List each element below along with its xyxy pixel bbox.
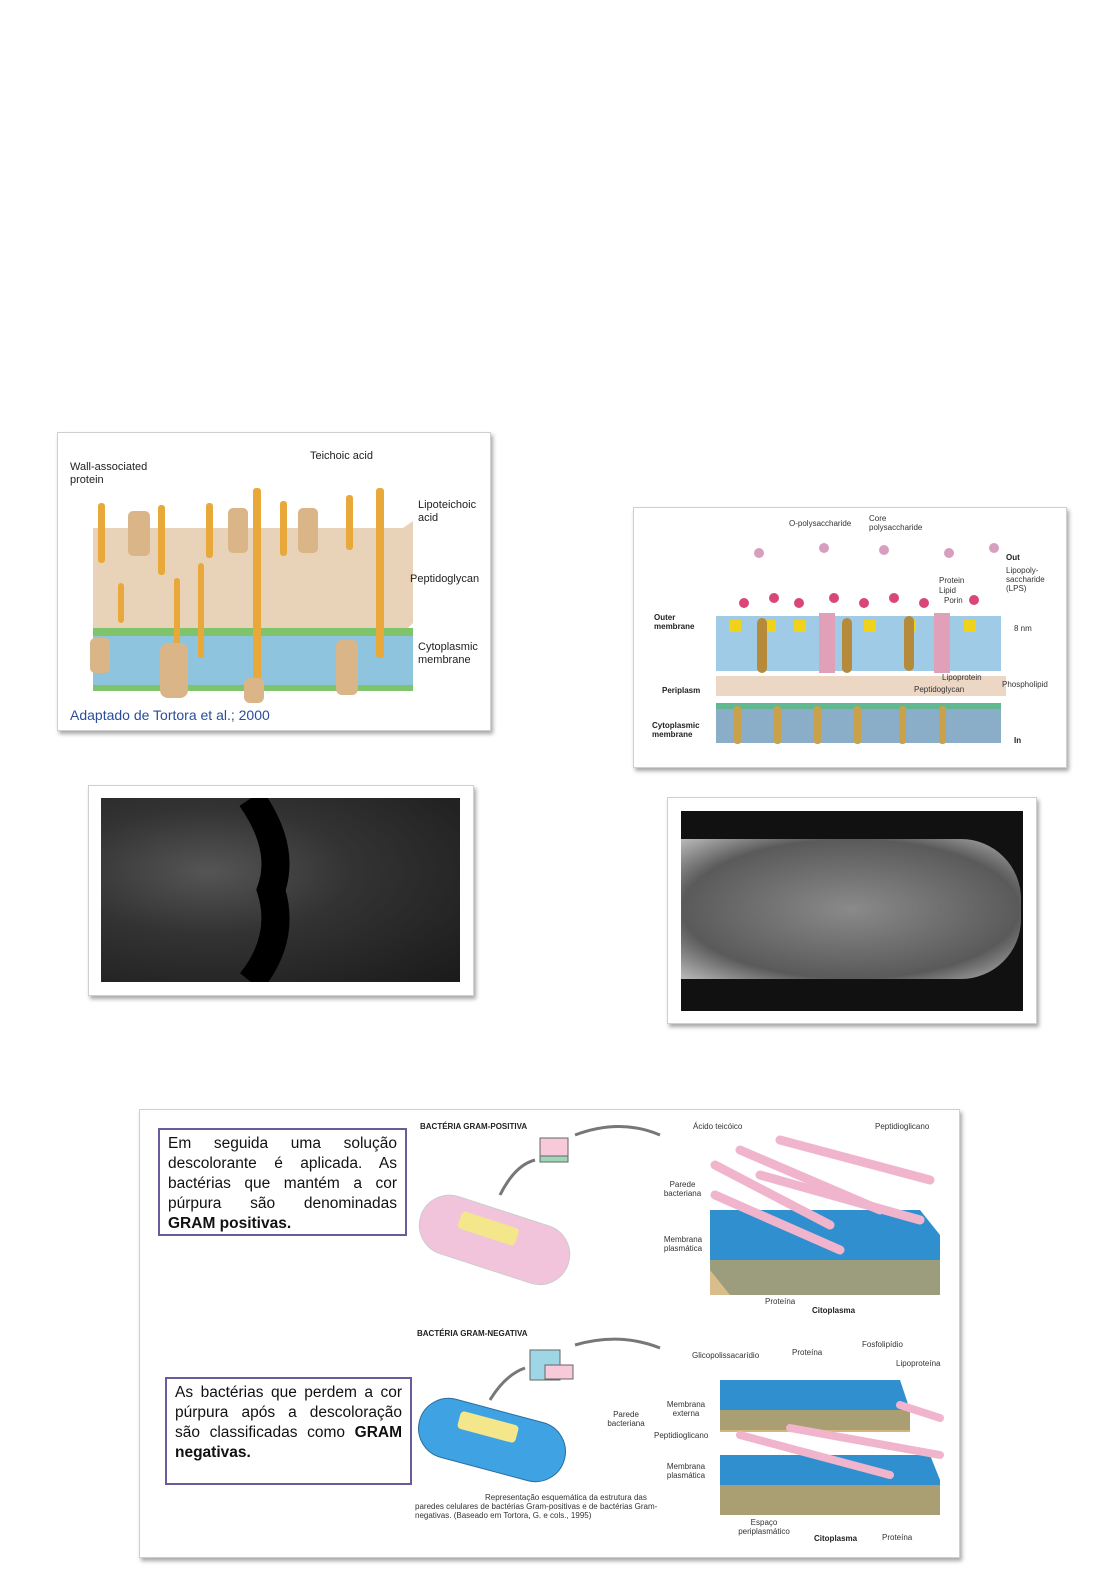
text-gram-negative: As bactérias que perdem a cor púrpura ap…: [175, 1384, 402, 1441]
label-8nm: 8 nm: [1014, 624, 1032, 633]
label-phospholipid: Phospholipid: [1002, 680, 1048, 689]
micrograph-gram-positive: [101, 798, 460, 982]
figure-caption-gram: Representação esquemática da estrutura d…: [415, 1493, 658, 1521]
label-core-polysaccharide: Core polysaccharide: [869, 514, 923, 533]
micrograph-gram-positive-frame: [88, 785, 474, 996]
gram-positive-wall-figure: Wall-associated protein Teichoic acid Li…: [57, 432, 491, 731]
text-gram-positive: Em seguida uma solução descolorante é ap…: [168, 1135, 397, 1212]
label-parede-bacteriana: Parede bacteriana: [663, 1180, 702, 1199]
label-protein: Protein: [939, 576, 965, 585]
figure-caption: Adaptado de Tortora et al.; 2000: [70, 707, 270, 723]
title-gram-positive: BACTÉRIA GRAM-POSITIVA: [420, 1122, 528, 1131]
label-out: Out: [1006, 553, 1020, 562]
label-peptidioglicano: Peptidioglicano: [875, 1122, 930, 1131]
title-gram-negative: BACTÉRIA GRAM-NEGATIVA: [417, 1329, 528, 1338]
gram-staining-figure: Em seguida uma solução descolorante é ap…: [139, 1109, 960, 1558]
label-lipid: Lipid: [939, 586, 956, 595]
label-cytoplasmic-membrane: Cytoplasmic membrane: [418, 641, 478, 666]
label-lipoteichoic-acid: Lipoteichoic acid: [418, 499, 477, 524]
micrograph-gram-negative-frame: [667, 797, 1037, 1024]
label-peptidioglicano-neg: Peptidioglicano: [654, 1431, 709, 1440]
label-cytoplasmic-membrane: Cytoplasmic membrane: [652, 721, 700, 739]
label-porin: Porin: [944, 596, 963, 605]
label-lipoproteina: Lipoproteína: [896, 1359, 941, 1368]
label-fosfolipidio: Fosfolipídio: [862, 1340, 903, 1349]
label-parede-bacteriana-neg: Parede bacteriana: [607, 1410, 645, 1429]
gram-positive-wall-diagram: [90, 488, 413, 703]
label-lps: Lipopoly-saccharide (LPS): [1006, 566, 1045, 594]
micrograph-gram-negative: [681, 811, 1023, 1011]
label-periplasm: Periplasm: [662, 686, 701, 695]
label-membrana-plasmatica-neg: Membrana plasmática: [666, 1462, 706, 1481]
label-teichoic-acid: Teichoic acid: [310, 450, 373, 462]
text-box-gram-negative: As bactérias que perdem a cor púrpura ap…: [165, 1377, 412, 1485]
label-in: In: [1014, 736, 1022, 745]
label-wall-protein: Wall-associated protein: [70, 461, 148, 486]
label-lipoprotein: Lipoprotein: [942, 673, 982, 682]
label-peptidoglycan: Peptidoglycan: [410, 573, 480, 585]
label-citoplasma: Citoplasma: [812, 1306, 856, 1315]
label-proteina-neg: Proteína: [792, 1348, 823, 1357]
text-box-gram-positive: Em seguida uma solução descolorante é ap…: [158, 1128, 407, 1236]
bacteria-illustrations: [418, 1125, 944, 1515]
text-gram-negative-bold: GRAM negativas.: [175, 1424, 402, 1461]
text-gram-positive-bold: GRAM positivas.: [168, 1215, 292, 1232]
label-glicopolissacaridio: Glicopolissacarídio: [692, 1351, 760, 1360]
label-membrana-externa: Membrana externa: [666, 1400, 706, 1419]
label-peptidoglycan: Peptidoglycan: [914, 685, 965, 694]
gram-negative-wall-diagram: [716, 543, 1006, 744]
label-membrana-plasmatica: Membrana plasmática: [663, 1235, 703, 1254]
label-acido-teicoico: Ácido teicóico: [693, 1122, 743, 1131]
gram-negative-wall-figure: O-polysaccharide Core polysaccharide Out…: [633, 507, 1067, 768]
label-outer-membrane: Outer membrane: [654, 613, 695, 631]
label-espaco-periplasmatico: Espaço periplasmático: [738, 1518, 790, 1537]
label-proteina-neg-2: Proteína: [882, 1533, 913, 1542]
label-o-polysaccharide: O-polysaccharide: [789, 519, 852, 528]
label-proteina: Proteína: [765, 1297, 796, 1306]
label-citoplasma-neg: Citoplasma: [814, 1534, 858, 1543]
